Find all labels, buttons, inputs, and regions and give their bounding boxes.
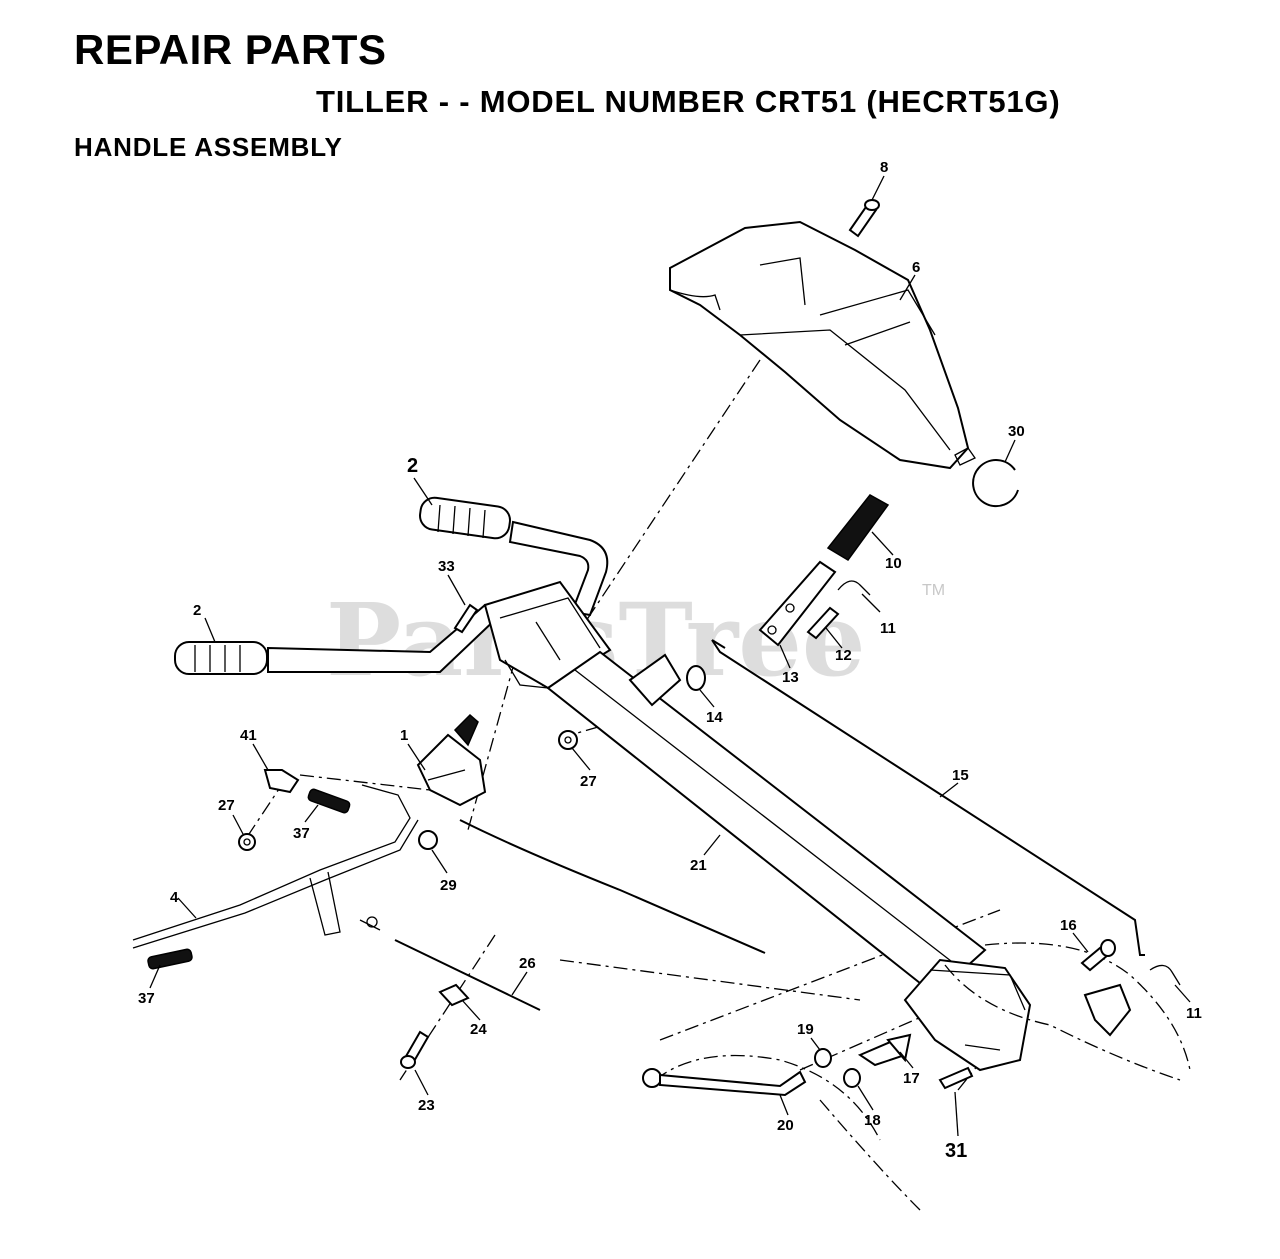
callout-10: 10	[885, 555, 902, 572]
pin-part-37-lower	[147, 948, 193, 970]
leader-lines	[149, 175, 1191, 1137]
callout-30: 30	[1008, 423, 1025, 440]
callout-labels: 8 6 30 2 10 11 12 13 14 33 2 27 1 41 27 …	[138, 159, 1202, 1162]
tiller-frame-part	[132, 784, 419, 949]
bell-crank	[1083, 983, 1132, 1037]
callout-27-right: 27	[580, 773, 597, 790]
callout-21: 21	[690, 857, 707, 874]
callout-33: 33	[438, 558, 455, 575]
tube-end-housing	[903, 958, 1032, 1072]
handle-tube-part	[546, 650, 987, 997]
bushing-part-14	[686, 665, 706, 691]
gearbox-outline	[654, 942, 1191, 1211]
callout-11-upper: 11	[880, 620, 896, 637]
callout-12: 12	[835, 647, 852, 664]
callout-17: 17	[903, 1070, 920, 1087]
callout-13: 13	[782, 669, 799, 686]
callout-23: 23	[418, 1097, 435, 1114]
callout-16: 16	[1060, 917, 1077, 934]
callout-15: 15	[952, 767, 969, 784]
lower-hand-grip-part	[174, 641, 268, 675]
gear-selector-part	[857, 1033, 912, 1067]
model-subtitle: TILLER - - MODEL NUMBER CRT51 (HECRT51G)	[316, 84, 1061, 119]
page-title: REPAIR PARTS	[74, 26, 387, 73]
bolt-part-12	[806, 606, 840, 640]
callout-24: 24	[470, 1021, 487, 1038]
callout-31: 31	[945, 1140, 967, 1162]
watermark-trademark: TM	[922, 582, 945, 599]
callout-14: 14	[706, 709, 723, 726]
nut-part-27-left	[238, 833, 256, 851]
retaining-ring-part	[972, 459, 1019, 508]
nut-part-27-right	[558, 730, 578, 750]
upper-hand-grip-part	[419, 496, 511, 540]
hairpin-clip-part-lower	[1149, 964, 1181, 986]
callout-2-lower: 2	[193, 602, 201, 619]
hairpin-clip-part-upper	[837, 580, 871, 596]
callout-8: 8	[880, 159, 888, 176]
shift-lever-part	[642, 1068, 807, 1097]
cable-part-26	[359, 916, 541, 1011]
callout-37-lower: 37	[138, 990, 155, 1007]
bolt-part-31	[938, 1066, 974, 1090]
callout-4: 4	[170, 889, 179, 906]
control-rod-part	[711, 639, 1145, 956]
bolt-part-16	[1080, 939, 1116, 972]
throttle-cable	[459, 819, 766, 954]
nut-part-29	[418, 830, 438, 850]
washer-part-19	[814, 1048, 832, 1068]
lever-part	[758, 560, 837, 647]
callout-41: 41	[240, 727, 257, 744]
lever-grip-part	[826, 494, 890, 561]
handle-bracket	[483, 580, 612, 690]
callout-1: 1	[400, 727, 408, 744]
callout-18: 18	[864, 1112, 881, 1129]
callout-26: 26	[519, 955, 536, 972]
screw-part-23	[400, 1030, 430, 1069]
throttle-control-part	[416, 713, 487, 807]
cable-clip-part-24	[438, 983, 470, 1007]
callout-29: 29	[440, 877, 457, 894]
callout-19: 19	[797, 1021, 814, 1038]
pin-part-37-upper	[307, 788, 351, 814]
callout-37-upper: 37	[293, 825, 310, 842]
callout-20: 20	[777, 1117, 794, 1134]
callout-11-lower: 11	[1186, 1005, 1202, 1022]
callout-2-upper: 2	[407, 455, 418, 477]
cable-clip-part-41	[263, 769, 300, 794]
screw-part-8	[848, 199, 880, 238]
section-heading: HANDLE ASSEMBLY	[74, 132, 343, 162]
callout-6: 6	[912, 259, 920, 276]
callout-27-left: 27	[218, 797, 235, 814]
control-panel-cover-part	[669, 220, 976, 470]
screw-part-33	[453, 603, 479, 634]
washer-part-18	[843, 1068, 861, 1088]
